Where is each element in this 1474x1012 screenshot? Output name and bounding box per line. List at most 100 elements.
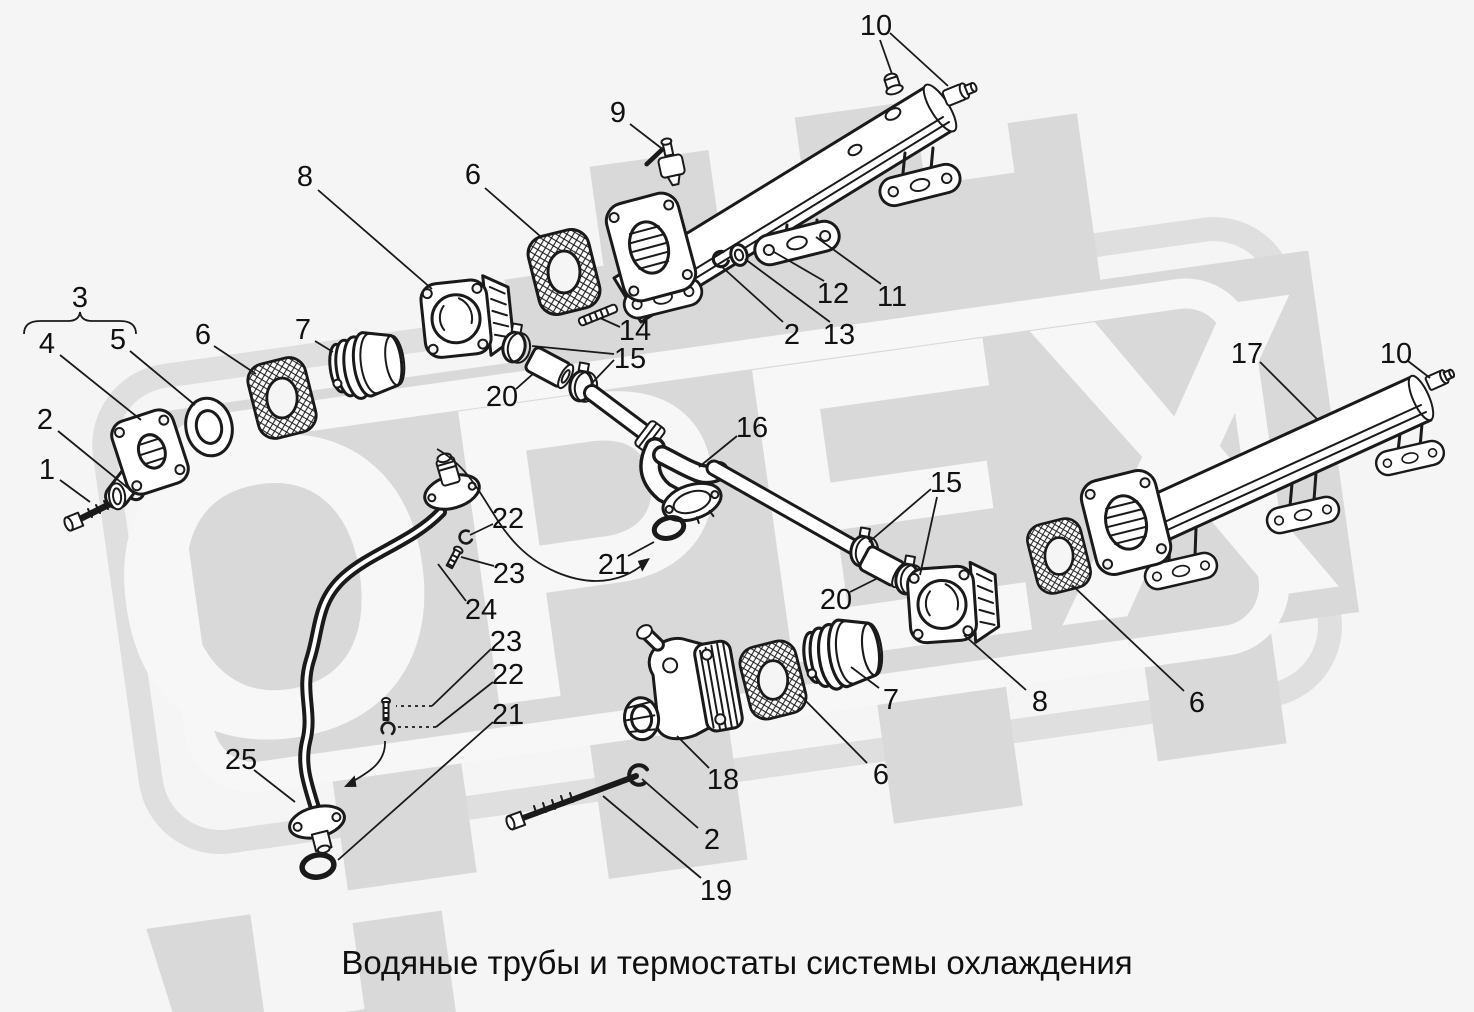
leader-line-7 (314, 340, 334, 353)
callout-13: 13 (823, 319, 855, 351)
callout-1: 1 (39, 454, 55, 486)
leader-line-20 (515, 372, 535, 390)
callout-2: 2 (704, 824, 720, 856)
callout-19: 19 (700, 875, 732, 907)
leader-line-15 (531, 345, 615, 355)
callout-2: 2 (37, 404, 53, 436)
part-water-outlet-flange-4 (104, 408, 190, 511)
leader-line-2 (720, 265, 784, 323)
callout-2: 2 (784, 319, 800, 351)
part-washer-5 (184, 396, 234, 458)
leader-line-9 (629, 123, 666, 152)
leader-line-20 (849, 577, 879, 593)
leader-line-15 (868, 488, 932, 543)
callout-6: 6 (873, 759, 889, 791)
callout-25: 25 (225, 744, 257, 776)
callout-6: 6 (1189, 687, 1205, 719)
leader-line-4 (59, 354, 142, 421)
leader-line-13 (744, 258, 831, 323)
leader-line-17 (1259, 361, 1318, 420)
assembly-arrowhead-2 (344, 775, 357, 787)
leader-line-7 (850, 666, 880, 689)
callout-15: 15 (930, 467, 962, 499)
part-thermostat-housing-8-left (417, 271, 517, 364)
watermark-gear-body (164, 250, 1360, 891)
leader-line-19 (602, 795, 702, 879)
part-stud-14 (577, 303, 619, 327)
watermark-gear-bottom-left (146, 910, 460, 1012)
part-drain-cock-9 (644, 137, 686, 187)
part-bolt-23a (445, 545, 464, 570)
leader-line-8 (963, 634, 1027, 691)
callout-8: 8 (297, 161, 313, 193)
callout-9: 9 (610, 97, 626, 129)
callout-20: 20 (820, 584, 852, 616)
leader-line-15 (591, 359, 615, 384)
leader-line-12 (773, 251, 825, 282)
callout-16: 16 (736, 412, 768, 444)
callout-23: 23 (490, 626, 522, 658)
part-drain-pipe-24 (288, 452, 481, 854)
leader-line-16 (698, 435, 738, 468)
part-plug-10b (941, 81, 978, 107)
leader-line-18 (676, 735, 710, 769)
callout-10: 10 (860, 10, 892, 42)
callout-4: 4 (39, 328, 55, 360)
leader-line-25 (253, 769, 296, 803)
leader-line-14 (599, 317, 621, 328)
leader-line-5 (129, 350, 196, 406)
leader-line-22 (435, 681, 494, 728)
callout-10: 10 (1380, 338, 1412, 370)
leader-line-24 (437, 563, 467, 602)
part-plug-10a (883, 72, 904, 96)
part-group-left-flange-chain (63, 325, 410, 532)
callout-21: 21 (492, 699, 524, 731)
diagram-title: Водяные трубы и термостаты системы охлаж… (341, 944, 1133, 981)
leader-line-21 (627, 541, 655, 557)
callout-14: 14 (619, 315, 651, 347)
callout-17: 17 (1231, 338, 1263, 370)
callout-7: 7 (295, 314, 311, 346)
leader-line-10 (889, 32, 949, 87)
part-upper-water-pipe-11 (604, 72, 978, 324)
part-nut-13 (729, 243, 749, 267)
callout-5: 5 (110, 324, 126, 356)
part-o-ring-21-center (651, 515, 687, 541)
callout-15: 15 (614, 343, 646, 375)
leader-line-8 (317, 189, 433, 290)
callout-23: 23 (493, 558, 525, 590)
part-o-ring-21-bottom (299, 852, 337, 880)
leader-line-1 (59, 479, 91, 503)
leader-line-6 (213, 345, 257, 375)
part-connecting-pipe-16 (499, 320, 929, 599)
part-bolt-23b (381, 697, 391, 721)
leader-line-2 (57, 430, 129, 489)
bracket-group-3 (23, 311, 137, 335)
callout-6: 6 (195, 319, 211, 351)
leader-line-10 (1407, 360, 1431, 379)
leader-line-21 (337, 721, 494, 861)
leader-line-6 (1071, 584, 1185, 692)
leader-line-15 (919, 496, 938, 576)
callout-21: 21 (598, 549, 630, 581)
leader-line-10 (879, 39, 893, 75)
part-water-pump-18 (623, 624, 744, 742)
callout-22: 22 (492, 659, 524, 691)
part-plug-10c (1424, 368, 1456, 391)
assembly-arrow-1 (436, 448, 647, 582)
callout-11: 11 (877, 281, 907, 313)
callout-24: 24 (465, 594, 497, 626)
callout-3: 3 (72, 282, 88, 314)
leader-line-23 (460, 556, 495, 567)
callout-20: 20 (486, 381, 518, 413)
callout-18: 18 (707, 764, 739, 796)
leader-line-11 (815, 236, 882, 285)
callout-6: 6 (465, 159, 481, 191)
leader-line-2 (641, 778, 699, 829)
callout-12: 12 (817, 278, 849, 310)
callout-8: 8 (1032, 686, 1048, 718)
leader-line-6 (798, 693, 868, 764)
